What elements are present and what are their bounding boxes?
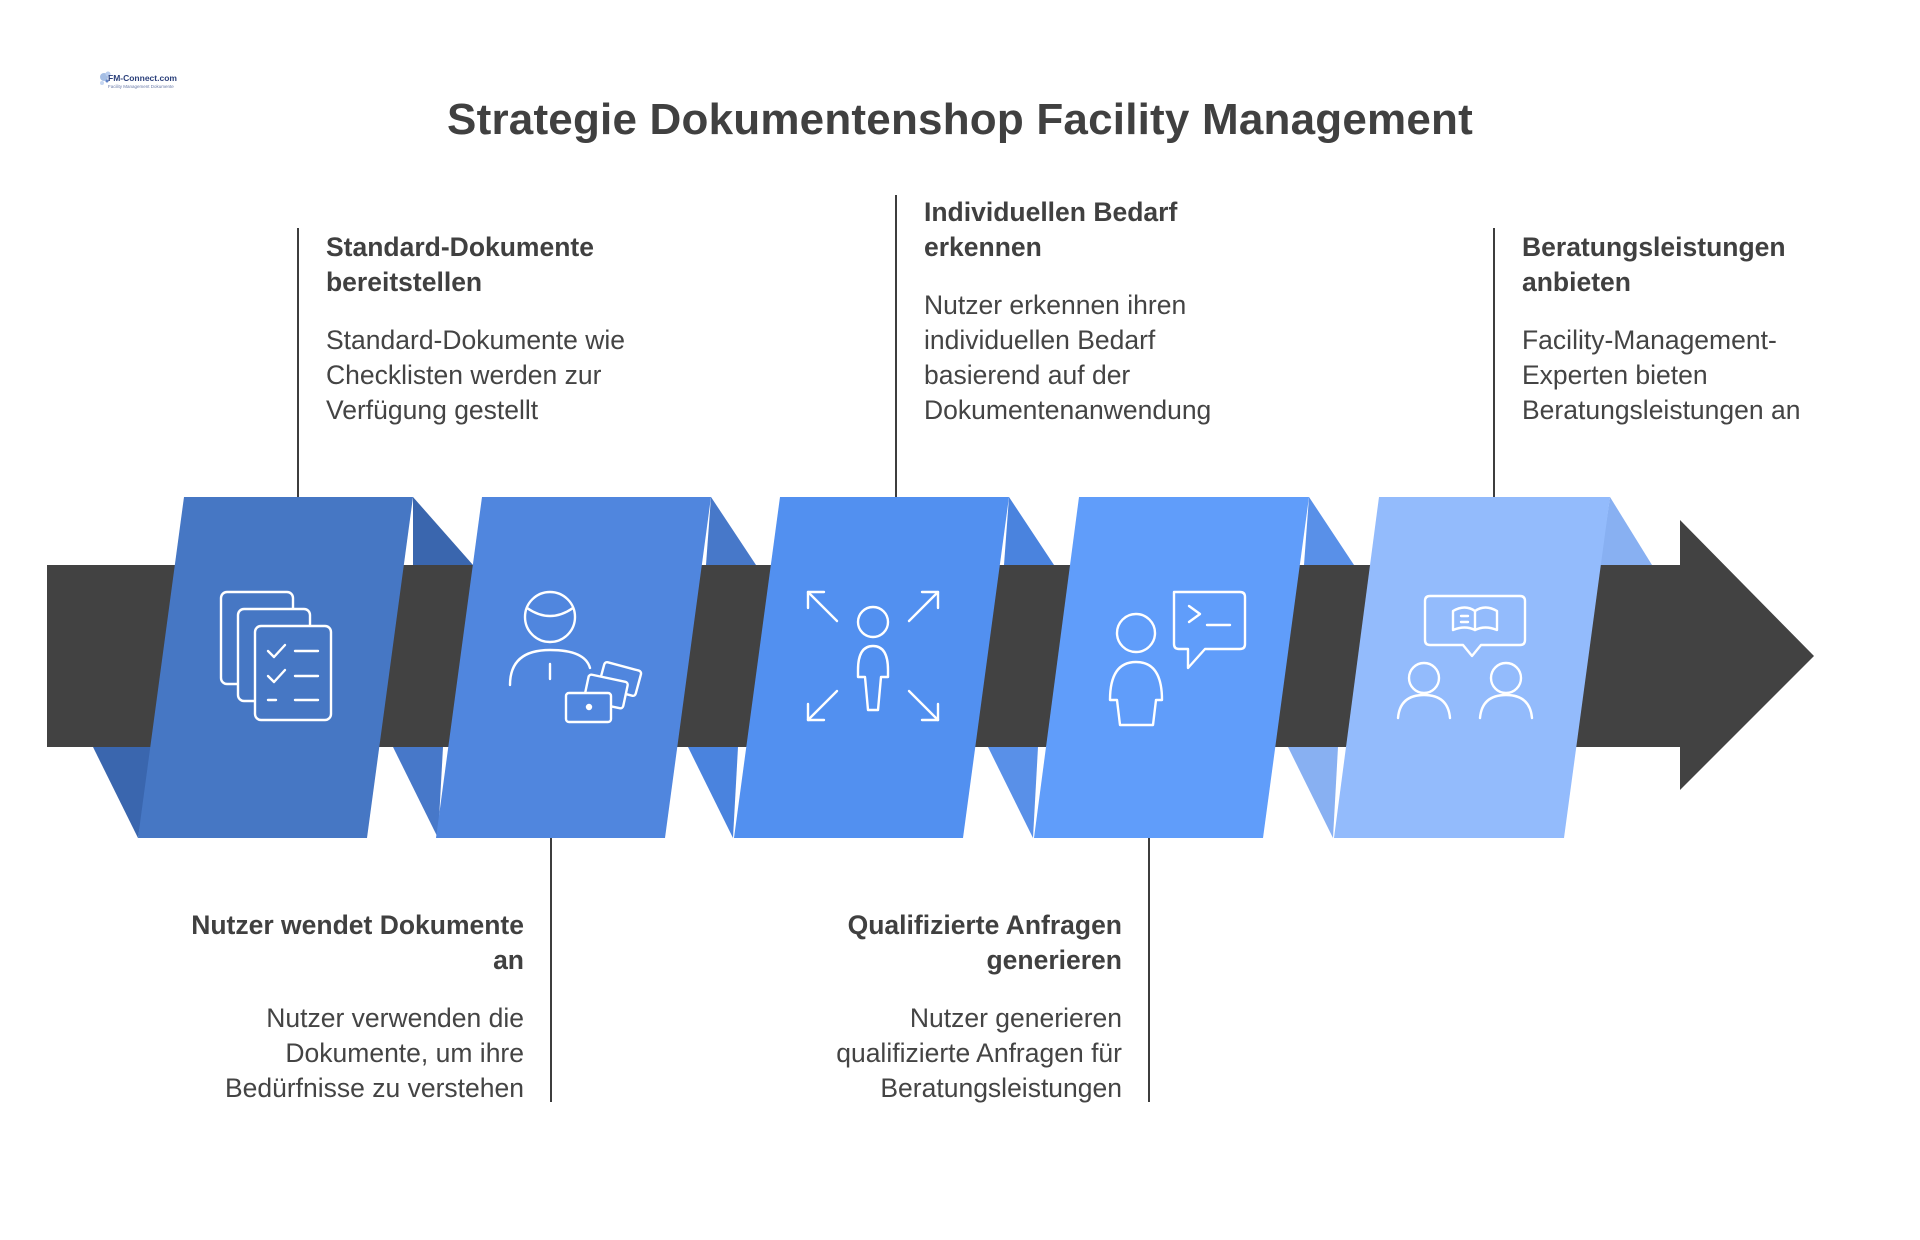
logo-tagline: Facility Management Dokumente: [108, 84, 174, 89]
logo-name: FM-Connect.com: [108, 73, 177, 83]
arrow-head: [1680, 520, 1814, 790]
consulting-people-icon: [1396, 594, 1534, 720]
step-3: [688, 497, 1054, 838]
checklist-documents-icon: [219, 590, 333, 722]
step-fold-bottom: [988, 747, 1038, 838]
step-2: [393, 497, 756, 838]
step-fold-top: [1004, 497, 1054, 565]
step-fold-bottom: [93, 747, 153, 838]
step-panel: [734, 497, 1009, 838]
person-expand-icon: [806, 590, 940, 722]
step-fold-top: [1304, 497, 1354, 565]
step-fold-top: [413, 497, 473, 565]
page-title: Strategie Dokumentenshop Facility Manage…: [447, 95, 1473, 144]
logo-icon: [100, 71, 111, 85]
user-with-documents-icon: [508, 590, 643, 724]
step-fold-bottom: [688, 747, 738, 838]
step-fold-top: [706, 497, 756, 565]
step-panel: [1334, 497, 1610, 838]
step-4: [988, 497, 1354, 838]
step-fold-bottom: [393, 747, 443, 838]
step-1: [93, 497, 473, 838]
step-panel: [1034, 497, 1309, 838]
step-5: [1288, 497, 1652, 838]
person-terminal-chat-icon: [1108, 590, 1247, 727]
step-fold-bottom: [1288, 747, 1338, 838]
step-fold-top: [1600, 497, 1652, 565]
step-panel: [436, 497, 711, 838]
